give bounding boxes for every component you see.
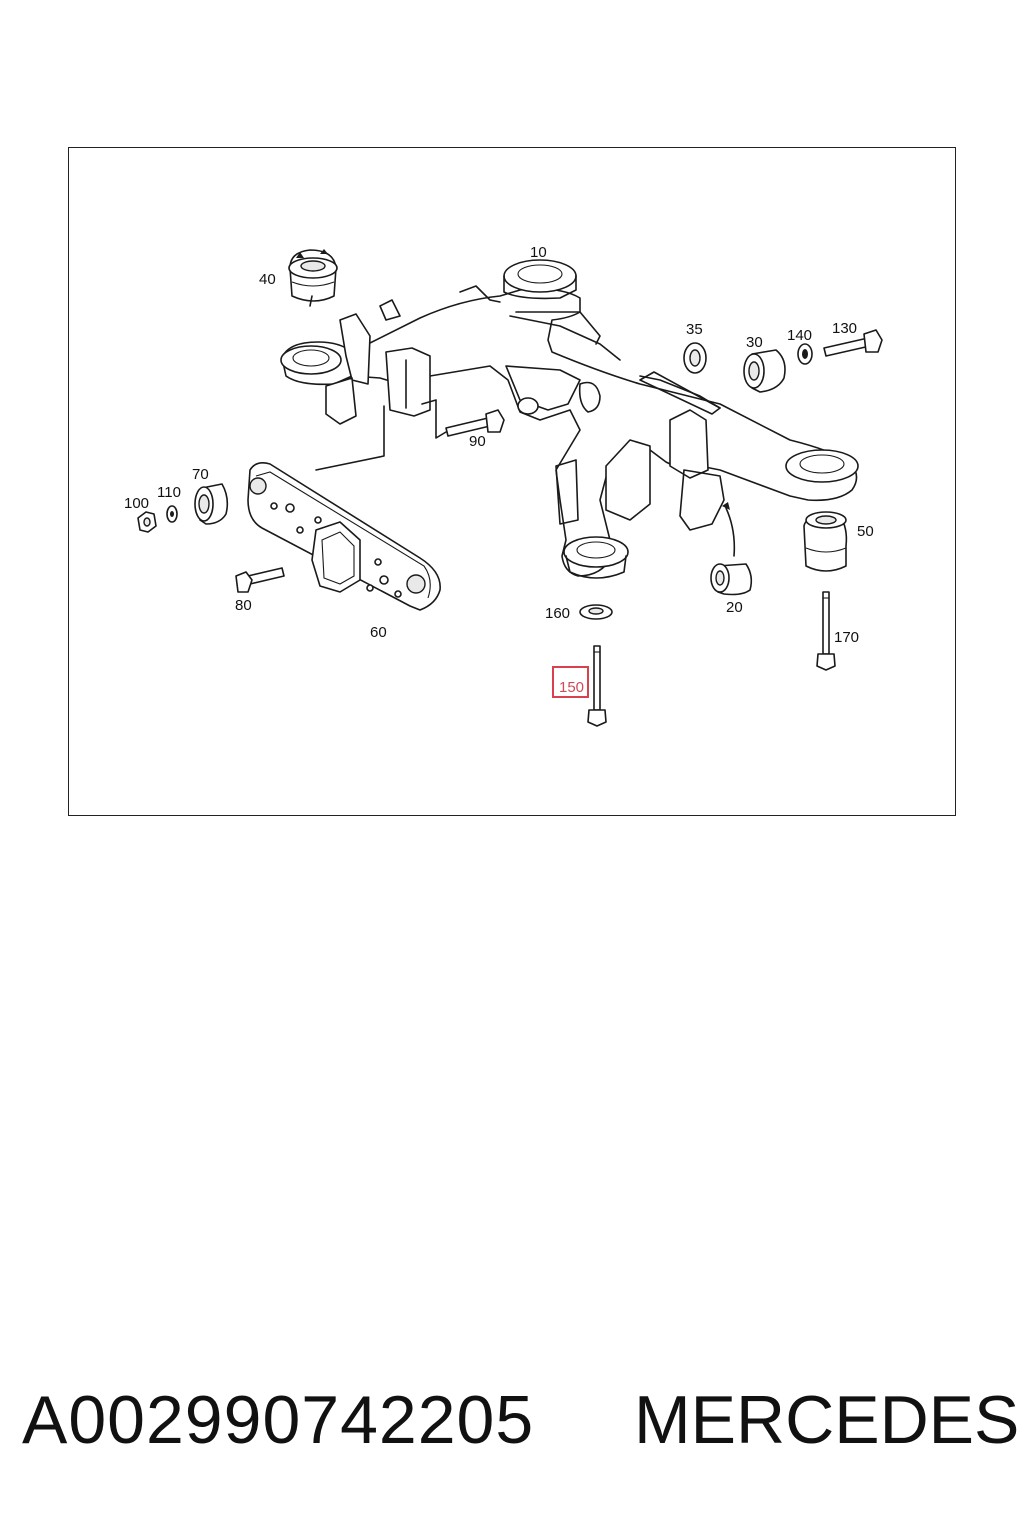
mount-part-40[interactable] bbox=[288, 249, 338, 307]
part-number: A002990742205 bbox=[22, 1382, 535, 1458]
highlight-box bbox=[552, 666, 589, 698]
bushing-part-20[interactable] bbox=[710, 502, 753, 596]
label-part-80: 80 bbox=[235, 597, 252, 614]
washer-part-110[interactable] bbox=[166, 505, 178, 523]
bolt-part-170[interactable] bbox=[816, 591, 836, 671]
plate-part-60[interactable] bbox=[247, 405, 441, 611]
label-part-30: 30 bbox=[746, 334, 763, 351]
label-part-110: 110 bbox=[157, 484, 181, 501]
label-part-170: 170 bbox=[834, 629, 859, 646]
washer-part-160[interactable] bbox=[579, 604, 613, 620]
label-part-140: 140 bbox=[787, 327, 812, 344]
bushing-part-30[interactable] bbox=[743, 349, 786, 393]
mount-part-50[interactable] bbox=[803, 511, 848, 572]
label-part-130: 130 bbox=[832, 320, 857, 337]
bushing-part-70[interactable] bbox=[194, 483, 229, 525]
label-part-50: 50 bbox=[857, 523, 874, 540]
rear-subframe-part[interactable] bbox=[280, 259, 859, 579]
bolt-part-150[interactable] bbox=[587, 645, 607, 727]
label-part-70: 70 bbox=[192, 466, 209, 483]
bolt-part-80[interactable] bbox=[235, 567, 285, 593]
bolt-part-90[interactable] bbox=[421, 399, 505, 439]
washer-part-35[interactable] bbox=[683, 342, 707, 374]
washer-part-140[interactable] bbox=[797, 343, 813, 365]
label-part-60: 60 bbox=[370, 624, 387, 641]
footer: A002990742205 MERCEDES bbox=[0, 1370, 1024, 1480]
label-part-100: 100 bbox=[124, 495, 149, 512]
brand-name: MERCEDES bbox=[634, 1382, 1020, 1458]
nut-part-100[interactable] bbox=[137, 511, 157, 533]
label-part-160: 160 bbox=[545, 605, 570, 622]
label-part-90: 90 bbox=[469, 433, 486, 450]
bolt-part-130[interactable] bbox=[823, 329, 883, 357]
label-part-40: 40 bbox=[259, 271, 276, 288]
label-part-20: 20 bbox=[726, 599, 743, 616]
label-part-10: 10 bbox=[530, 244, 547, 261]
label-part-35: 35 bbox=[686, 321, 703, 338]
label-part-150: 150 bbox=[559, 679, 584, 696]
diagram-frame bbox=[68, 147, 956, 816]
